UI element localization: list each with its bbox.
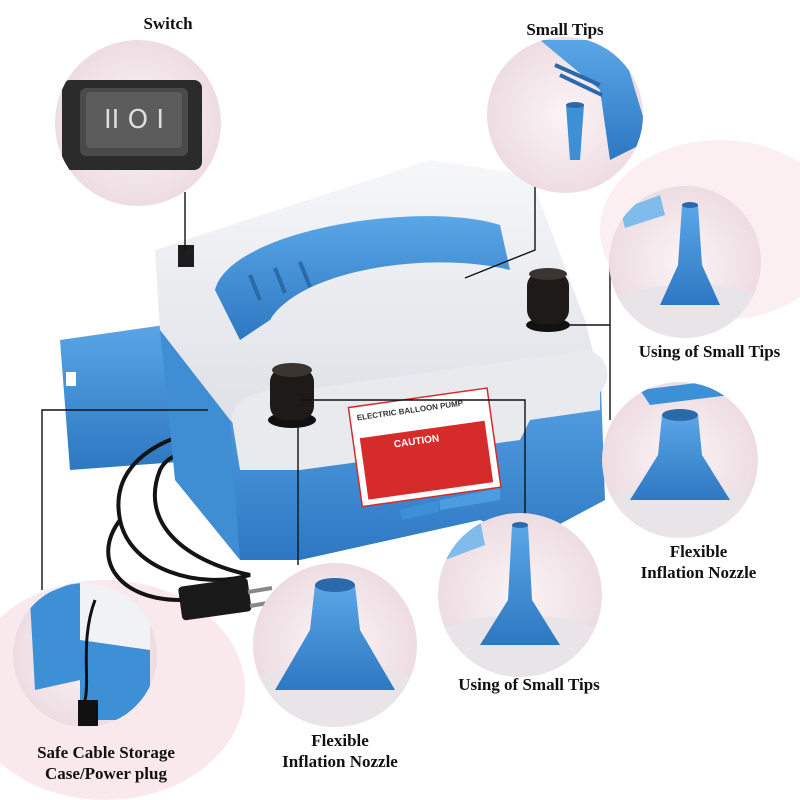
- using-small-tips-label-top: Using of Small Tips: [612, 341, 800, 362]
- plug-pin: [247, 586, 273, 594]
- switch-label-text: Switch: [143, 14, 193, 33]
- door-latch: [66, 372, 76, 386]
- cable-storage-label-line1: Safe Cable Storage: [37, 743, 175, 762]
- small-tips-label: Small Tips: [500, 19, 630, 40]
- leader-lines: [41, 185, 611, 590]
- detail-circle-flexible-nozzle-right: [602, 382, 758, 538]
- leader-line-cable: [41, 409, 208, 590]
- small-tips-label-text: Small Tips: [526, 20, 604, 39]
- flexible-nozzle-label-bottom-line2: Inflation Nozzle: [282, 752, 398, 771]
- detail-circle-cable-storage: [13, 583, 157, 727]
- pump-switch: [178, 245, 194, 267]
- detail-circle-switch: II O I: [55, 40, 221, 206]
- detail-circle-using-small-tips-1: [609, 186, 761, 338]
- leader-line-using-2: [300, 399, 526, 515]
- cable-storage-label-line2: Case/Power plug: [45, 764, 167, 783]
- flexible-nozzle-label-bottom: Flexible Inflation Nozzle: [255, 730, 425, 772]
- pump-side-panel: [160, 330, 240, 560]
- power-plug: [178, 577, 252, 621]
- right-outlet-knob: [526, 268, 570, 332]
- leader-line-small-tips: [464, 185, 536, 279]
- using-small-tips-label-top-text: Using of Small Tips: [638, 342, 781, 361]
- left-outlet-knob: [268, 363, 316, 428]
- flexible-nozzle-label-right-line1: Flexible: [669, 542, 728, 561]
- balloon-pump: ELECTRIC BALLOON PUMP CAUTION: [60, 160, 608, 621]
- cable-storage-label: Safe Cable Storage Case/Power plug: [6, 742, 206, 784]
- pump-handle: [215, 216, 510, 340]
- using-small-tips-label-bottom: Using of Small Tips: [424, 674, 634, 695]
- caution-label: ELECTRIC BALLOON PUMP CAUTION: [347, 387, 502, 508]
- switch-symbols: II O I: [104, 105, 164, 135]
- detail-circle-using-small-tips-2: [438, 513, 602, 677]
- flexible-nozzle-label-right-line2: Inflation Nozzle: [640, 563, 757, 582]
- switch-label: Switch: [118, 13, 218, 34]
- handle-vents: [248, 261, 312, 301]
- detail-circle-small-tips: [487, 37, 643, 193]
- spare-tip: [440, 488, 500, 510]
- flexible-nozzle-label-bottom-line1: Flexible: [311, 731, 369, 750]
- flexible-nozzle-label-right: Flexible Inflation Nozzle: [606, 541, 791, 583]
- spare-tip: [400, 500, 440, 520]
- using-small-tips-label-bottom-text: Using of Small Tips: [458, 675, 600, 694]
- power-cable: [106, 518, 181, 602]
